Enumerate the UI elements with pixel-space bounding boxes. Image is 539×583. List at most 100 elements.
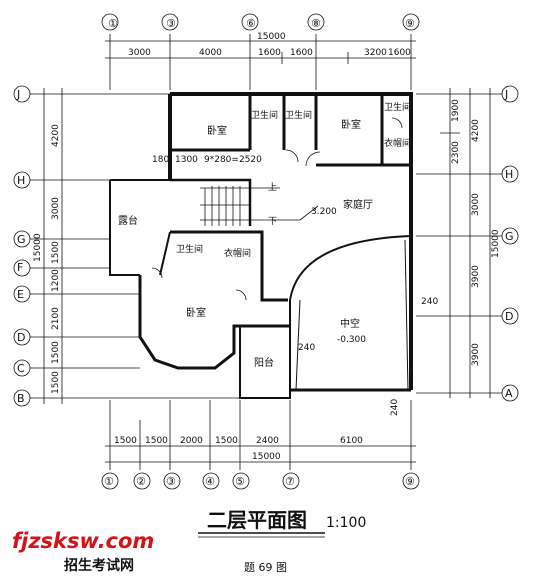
axis-bottom-4: ④ [205, 475, 215, 488]
bottom-dim-1: 1500 [114, 436, 137, 446]
stair-label-180: 180 [152, 155, 169, 165]
bottom-dim-4: 1500 [215, 436, 238, 446]
bottom-total-dim: 15000 [252, 452, 281, 462]
right-axis-labels: J H G D A [504, 88, 514, 400]
left-dim-7: 1500 [51, 371, 61, 394]
left-axis-labels: J H G F E D C B [16, 88, 26, 405]
axis-top-3: ③ [166, 17, 176, 30]
axis-bottom-3: ③ [166, 475, 176, 488]
room-bath4: 卫生间 [176, 243, 203, 255]
axis-bottom-7: ⑦ [285, 475, 295, 488]
room-void: 中空 [340, 317, 360, 330]
axis-top-8: ⑧ [311, 17, 321, 30]
top-axis-labels: ① ③ ⑥ ⑧ ⑨ [108, 17, 415, 30]
axis-bottom-1: ① [104, 475, 114, 488]
room-terrace: 露台 [118, 214, 138, 227]
right-dim-4: 3900 [471, 265, 481, 288]
axis-left-D: D [17, 331, 25, 344]
site-logo: fjzsksw.com 招生考试网 [12, 529, 154, 574]
axis-bottom-9: ⑨ [405, 475, 415, 488]
axis-top-6: ⑥ [246, 17, 256, 30]
room-bedroom-ne: 卧室 [341, 118, 361, 131]
right-dim-labels: 1900 2300 3000 3900 3900 4200 15000 [451, 99, 501, 366]
void-level: -0.300 [337, 335, 366, 345]
right-dim-3: 3000 [471, 193, 481, 216]
left-dim-labels: 4200 3000 1500 1200 2100 1500 1500 15000 [33, 124, 61, 394]
axis-left-F: F [17, 261, 23, 274]
axis-right-J: J [504, 88, 508, 101]
left-dim-4: 1200 [51, 269, 61, 292]
right-dim-5: 3900 [471, 343, 481, 366]
top-dim-3: 1600 [258, 48, 281, 58]
doors [151, 117, 403, 301]
logo-subtitle: 招生考试网 [64, 557, 134, 574]
wall-note-1: 240 [421, 297, 438, 307]
bottom-dim-3: 2000 [180, 436, 203, 446]
stair-annotations: 180 1300 9*280=2520 上 下 3.200 -0.300 [152, 155, 366, 345]
wall-note-2: 240 [298, 343, 315, 353]
walls [109, 92, 413, 399]
room-bedroom-nw: 卧室 [207, 124, 227, 137]
bottom-dim-2: 1500 [145, 436, 168, 446]
top-dim-4: 1600 [290, 48, 313, 58]
axis-top-9: ⑨ [405, 17, 415, 30]
left-dim-5: 2100 [51, 307, 61, 330]
top-dim-5: 3200 [364, 48, 387, 58]
right-total-dim: 15000 [491, 229, 501, 258]
stair-label-1300: 1300 [175, 155, 198, 165]
floor-level: 3.200 [311, 207, 337, 217]
axis-left-J: J [16, 88, 20, 101]
bottom-dim-labels: 1500 1500 2000 1500 2400 6100 15000 [114, 436, 363, 462]
room-closet-ne: 衣帽间 [384, 137, 411, 149]
bottom-dimensions [101, 13, 420, 490]
right-dimensions [416, 85, 519, 402]
stair-label-steps: 9*280=2520 [204, 155, 262, 165]
room-bedroom-sw: 卧室 [186, 306, 206, 319]
room-family-hall: 家庭厅 [343, 198, 373, 211]
axis-bottom-5: ⑤ [235, 475, 245, 488]
room-bath1: 卫生间 [251, 109, 278, 121]
left-dim-2: 3000 [51, 197, 61, 220]
axis-left-G: G [17, 233, 26, 246]
top-dim-1: 3000 [128, 48, 151, 58]
wall-note-3: 240 [390, 399, 400, 416]
axis-top-1: ① [108, 17, 118, 30]
room-bath3: 卫生间 [384, 101, 411, 113]
room-bath2: 卫生间 [285, 109, 312, 121]
bottom-dim-5: 2400 [256, 436, 279, 446]
top-dim-2: 4000 [199, 48, 222, 58]
stair [200, 186, 319, 226]
caption: 题 69 图 [244, 561, 287, 574]
room-closet-2: 衣帽间 [224, 247, 251, 259]
right-dim-1: 1900 [451, 99, 461, 122]
axis-right-A: A [505, 387, 513, 400]
title-block: 二层平面图 1:100 题 69 图 [198, 508, 366, 574]
axis-right-H: H [505, 168, 513, 181]
axis-left-C: C [17, 362, 25, 375]
stair-down: 下 [268, 217, 277, 227]
axis-left-H: H [17, 174, 25, 187]
room-balcony: 阳台 [254, 356, 274, 369]
logo-text: fjzsksw.com [12, 529, 154, 553]
top-total-dim: 15000 [257, 32, 286, 42]
left-total-dim: 15000 [33, 233, 43, 262]
left-dim-6: 1500 [51, 341, 61, 364]
stair-up: 上 [268, 182, 277, 193]
top-dim-6: 1600 [388, 48, 411, 58]
top-dimensions [105, 34, 416, 90]
right-dim-2: 2300 [451, 141, 461, 164]
axis-right-G: G [505, 230, 514, 243]
right-dim-outer-1: 4200 [471, 119, 481, 142]
room-labels: 卧室 卫生间 卫生间 卧室 卫生间 衣帽间 家庭厅 露台 卫生间 衣帽间 卧室 … [118, 101, 411, 369]
wall-notes: 240 240 240 [298, 297, 438, 416]
axis-left-B: B [17, 392, 25, 405]
bottom-dim-6: 6100 [340, 436, 363, 446]
drawing-title: 二层平面图 [207, 508, 307, 532]
axis-right-D: D [505, 310, 513, 323]
drawing-scale: 1:100 [326, 515, 366, 531]
bottom-axis-labels: ① ② ③ ④ ⑤ ⑦ ⑨ [104, 475, 415, 488]
left-dimensions [13, 85, 240, 407]
left-dim-3: 1500 [51, 241, 61, 264]
axis-bottom-2: ② [136, 475, 146, 488]
